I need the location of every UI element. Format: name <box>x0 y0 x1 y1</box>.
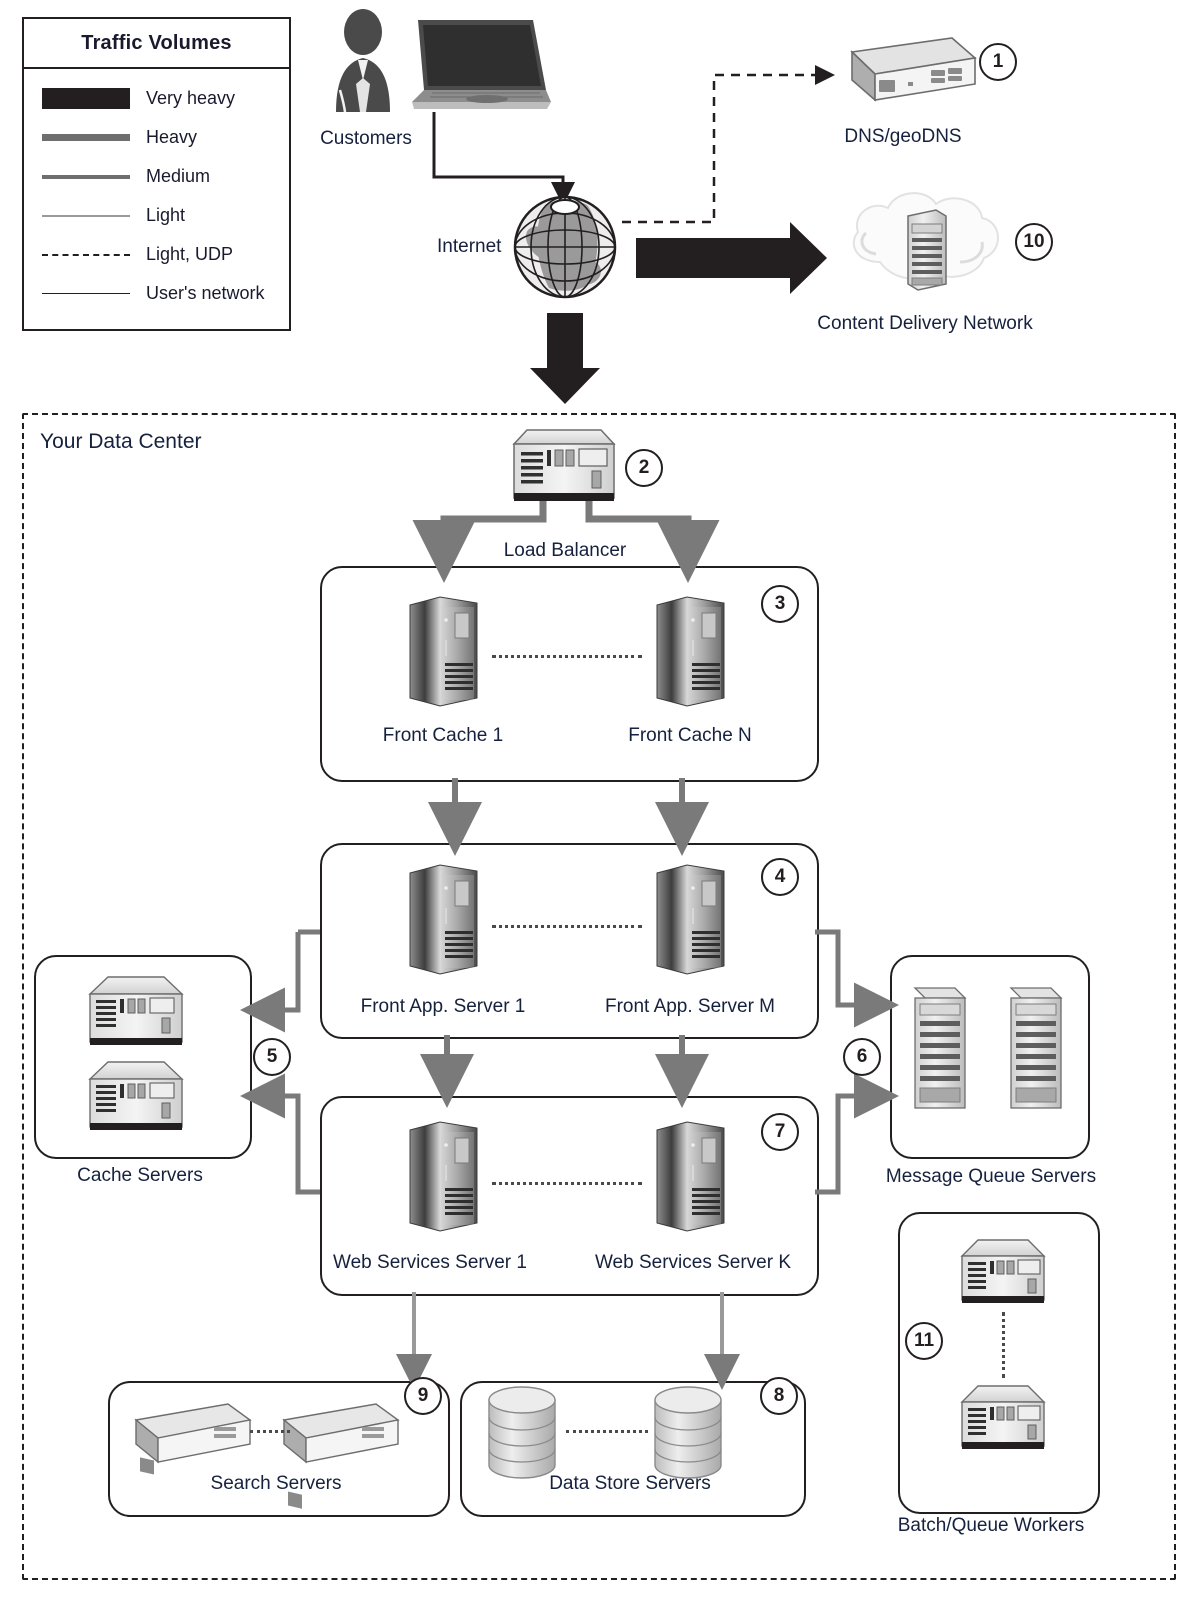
legend-item-users-network: User's network <box>24 274 289 313</box>
search-servers-ellipsis <box>250 1430 290 1433</box>
dns-device-icon <box>850 37 977 102</box>
cdn-rack-icon <box>907 209 947 291</box>
marker-batch-queue: 11 <box>905 1322 943 1360</box>
label-front-cache-n: Front Cache N <box>628 725 752 746</box>
marker-front-app: 4 <box>761 858 799 896</box>
legend-panel: Traffic Volumes Very heavy Heavy Medium … <box>22 17 291 331</box>
legend-item-light-udp: Light, UDP <box>24 235 289 274</box>
label-front-app-1: Front App. Server 1 <box>360 996 526 1017</box>
marker-front-cache: 3 <box>761 585 799 623</box>
legend-label-very-heavy: Very heavy <box>146 88 236 108</box>
search-servers-group <box>108 1381 450 1517</box>
label-search-servers: Search Servers <box>210 1473 342 1494</box>
legend-swatch-light <box>40 214 132 217</box>
data-store-group <box>460 1381 806 1517</box>
label-load-balancer: Load Balancer <box>503 540 627 561</box>
label-web-services-k: Web Services Server K <box>594 1252 792 1273</box>
marker-data-store: 8 <box>760 1377 798 1415</box>
label-front-app-m: Front App. Server M <box>604 996 776 1017</box>
legend-label-light-udp: Light, UDP <box>146 244 234 264</box>
label-data-store-servers: Data Store Servers <box>549 1473 711 1494</box>
label-cdn: Content Delivery Network <box>817 313 1033 334</box>
marker-load-balancer: 2 <box>625 449 663 487</box>
label-web-services-1: Web Services Server 1 <box>333 1252 527 1273</box>
label-cache-servers: Cache Servers <box>77 1165 203 1186</box>
legend-label-light: Light <box>146 205 186 225</box>
globe-icon <box>513 195 617 299</box>
legend-label-medium: Medium <box>146 166 211 186</box>
legend-item-light: Light <box>24 196 289 235</box>
message-queue-group <box>890 955 1090 1159</box>
data-center-boundary <box>22 413 1176 1580</box>
front-app-group <box>320 843 819 1039</box>
front-cache-group <box>320 566 819 782</box>
laptop-icon <box>412 20 551 109</box>
front-app-ellipsis <box>492 925 642 928</box>
legend-items: Very heavy Heavy Medium Light Light, UDP… <box>24 69 289 329</box>
marker-web-services: 7 <box>761 1113 799 1151</box>
legend-swatch-very-heavy <box>40 88 132 109</box>
marker-cdn: 10 <box>1015 223 1053 261</box>
label-customers: Customers <box>320 128 412 149</box>
label-internet: Internet <box>437 236 502 257</box>
data-store-ellipsis <box>566 1430 648 1433</box>
label-batch-queue-workers: Batch/Queue Workers <box>897 1515 1085 1536</box>
legend-label-users-network: User's network <box>146 283 265 303</box>
marker-dns: 1 <box>979 43 1017 81</box>
batch-workers-ellipsis <box>1002 1312 1005 1378</box>
label-front-cache-1: Front Cache 1 <box>382 725 504 746</box>
legend-item-very-heavy: Very heavy <box>24 79 289 118</box>
label-message-queue-servers: Message Queue Servers <box>885 1166 1097 1187</box>
cache-servers-group <box>34 955 252 1159</box>
label-dns: DNS/geoDNS <box>844 126 962 147</box>
front-cache-ellipsis <box>492 655 642 658</box>
legend-label-heavy: Heavy <box>146 127 198 147</box>
web-services-group <box>320 1096 819 1296</box>
legend-swatch-users-network <box>40 293 132 294</box>
marker-message-queue: 6 <box>843 1038 881 1076</box>
marker-search: 9 <box>404 1377 442 1415</box>
cdn-cloud-icon <box>852 192 999 280</box>
legend-item-heavy: Heavy <box>24 118 289 157</box>
web-services-ellipsis <box>492 1182 642 1185</box>
legend-title: Traffic Volumes <box>24 19 289 69</box>
batch-queue-group <box>898 1212 1100 1514</box>
legend-swatch-heavy <box>40 134 132 141</box>
marker-cache-servers: 5 <box>253 1038 291 1076</box>
legend-swatch-light-udp <box>40 253 132 256</box>
legend-swatch-medium <box>40 174 132 179</box>
person-icon <box>336 9 390 113</box>
legend-item-medium: Medium <box>24 157 289 196</box>
data-center-label: Your Data Center <box>40 430 202 453</box>
